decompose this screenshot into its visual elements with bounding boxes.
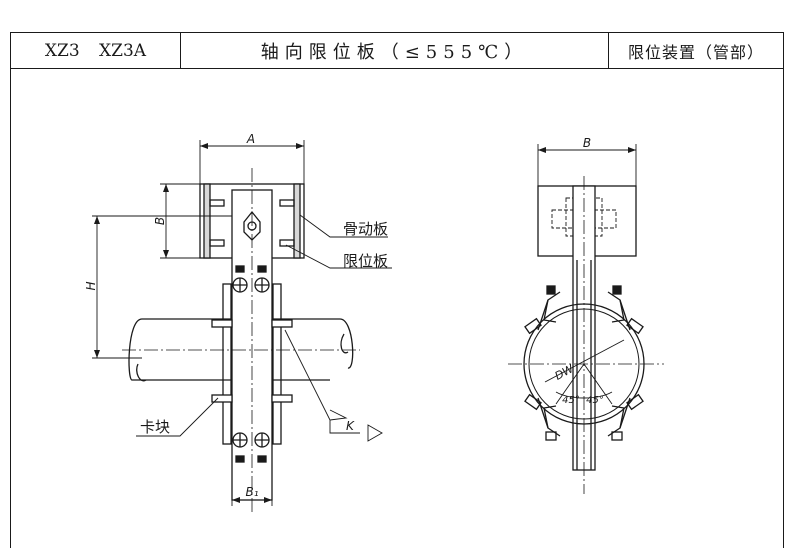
stop-plate-label: 限位板 bbox=[343, 252, 388, 270]
drawing-sheet: XZ3 XZ3A 轴向限位板（≤555℃） 限位装置（管部） bbox=[10, 32, 784, 548]
model-codes: XZ3 XZ3A bbox=[44, 40, 147, 61]
model-codes-cell: XZ3 XZ3A bbox=[11, 33, 181, 68]
angle-right-label: 45° bbox=[586, 395, 604, 406]
bracket-label: 骨动板 bbox=[343, 220, 388, 238]
section-dimensions bbox=[537, 144, 637, 405]
section-center-lines bbox=[508, 176, 664, 494]
side-arrowheads bbox=[94, 143, 304, 503]
angle-left-label: 45° bbox=[562, 395, 580, 406]
dim-B-label: B bbox=[153, 217, 167, 225]
dim-B1-label: B₁ bbox=[245, 485, 258, 499]
clamp-plates bbox=[211, 283, 293, 445]
dim-H-label: H bbox=[84, 281, 98, 290]
block-label: 卡块 bbox=[140, 418, 170, 436]
side-center-lines bbox=[122, 168, 360, 514]
clamp-ears bbox=[524, 285, 644, 441]
section-arrowheads bbox=[538, 147, 636, 153]
section-K-label: K bbox=[346, 419, 355, 433]
bolts bbox=[232, 265, 270, 463]
title-cell: 轴向限位板（≤555℃） bbox=[181, 33, 609, 68]
dim-A-label: A bbox=[246, 132, 255, 146]
side-view bbox=[92, 140, 392, 514]
section-dim-B-label: B bbox=[583, 136, 591, 150]
side-dimensions bbox=[92, 140, 392, 506]
drawing-title: 轴向限位板（≤555℃） bbox=[260, 41, 529, 63]
section-view bbox=[508, 144, 664, 494]
category-label: 限位装置（管部） bbox=[627, 42, 764, 62]
title-block: XZ3 XZ3A 轴向限位板（≤555℃） 限位装置（管部） bbox=[11, 33, 783, 69]
category-cell: 限位装置（管部） bbox=[609, 33, 783, 68]
